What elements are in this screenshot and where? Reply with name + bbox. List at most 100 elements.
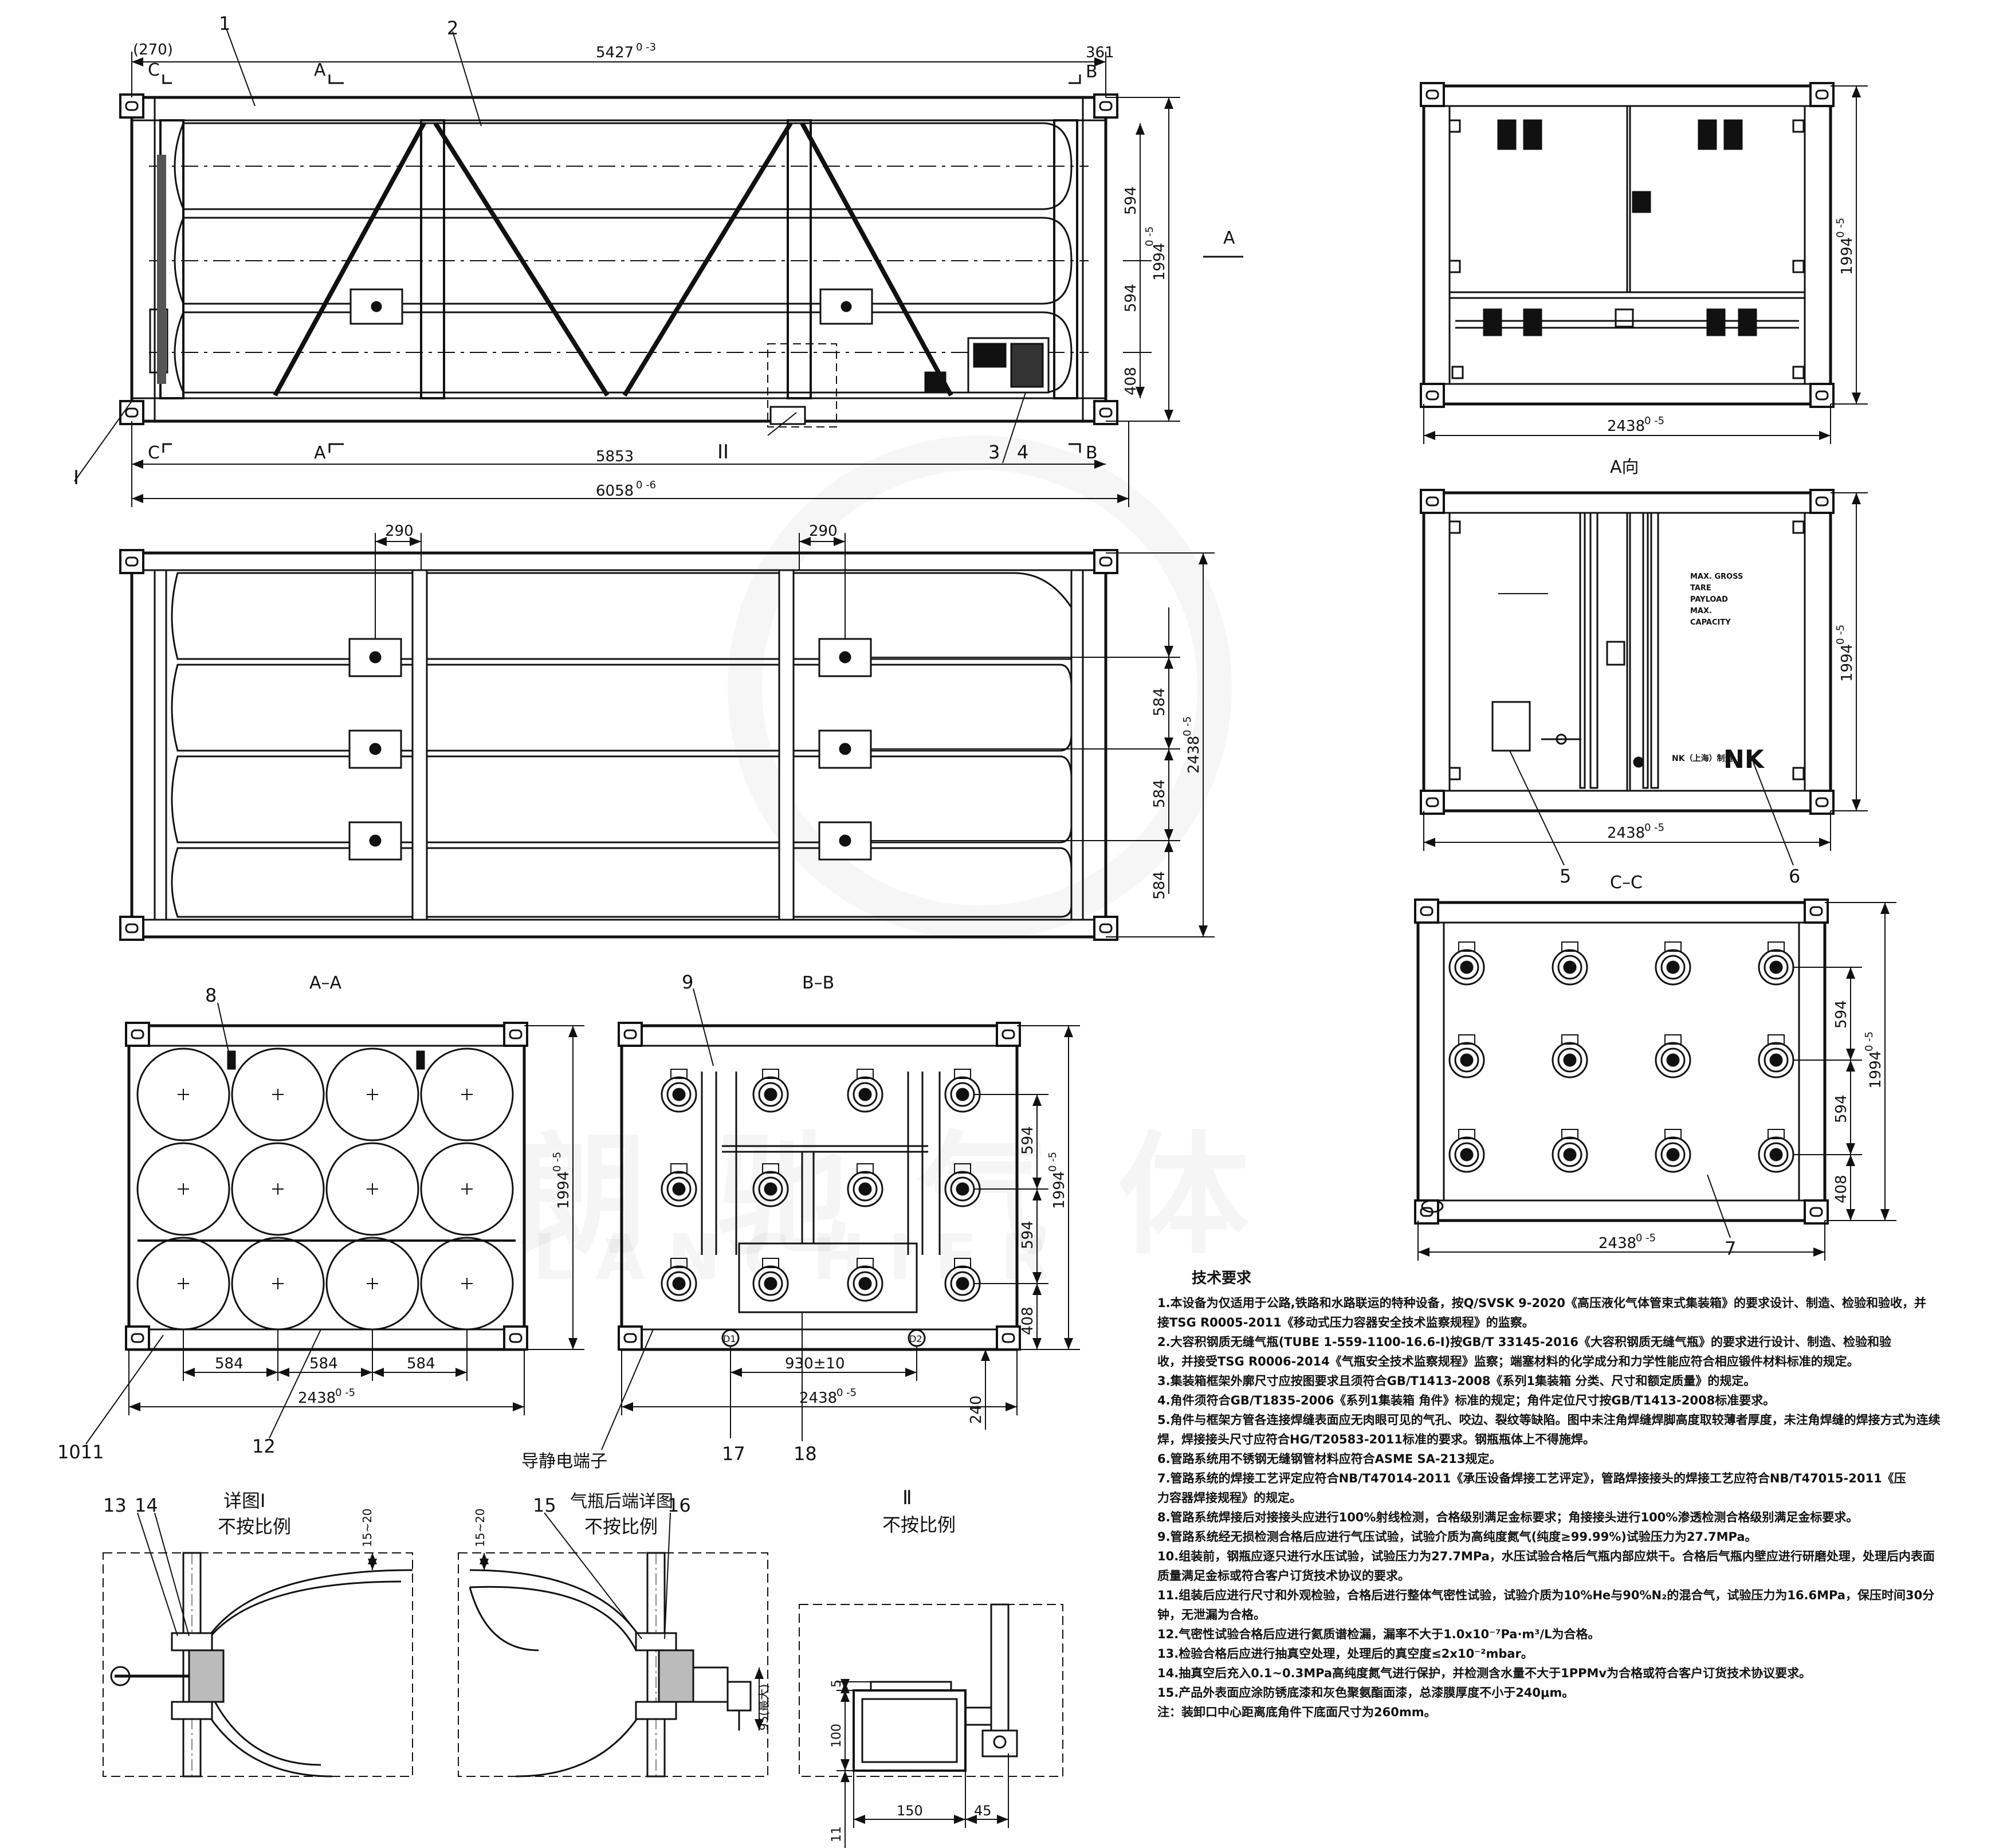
- tech-item: 2.大容积钢质无缝气瓶(TUBE 1-559-1100-16.6-Ⅰ)按GB/T…: [1157, 1335, 1891, 1349]
- balloon-5: 5: [1560, 865, 1571, 887]
- tech-item: 焊，焊接接头尺寸应符合HG/T20583-2011标准的要求。钢瓶瓶体上不得施焊…: [1157, 1433, 1596, 1446]
- dim-2438: 2438: [799, 1390, 837, 1407]
- dim-95-max: 95(最大): [757, 1684, 771, 1731]
- tech-item: 5.角件与框架方管各连接焊缝表面应无肉眼可见的气孔、咬边、裂纹等缺陷。图中未注角…: [1157, 1413, 1941, 1427]
- dim-408: 408: [1833, 1175, 1850, 1203]
- dim-1994: 1994: [1051, 1171, 1068, 1209]
- technical-requirements: 技术要求 1.本设备为仅适用于公路,铁路和水路联运的特种设备，按Q/SVSK 9…: [1157, 1266, 1982, 1722]
- plan-view-text: 290 290 584 584 584 2438 0 -5: [385, 523, 1203, 900]
- detail-i: [103, 1512, 413, 1778]
- rear-view-text: MAX. GROSS TARE PAYLOAD MAX. CAPACITY NK…: [1560, 572, 1856, 887]
- dim-408: 408: [1122, 367, 1140, 395]
- dim-594b: 594: [1833, 1094, 1850, 1123]
- dim-290b: 290: [809, 523, 838, 540]
- balloon-15: 15: [533, 1494, 556, 1516]
- section-mark-c-top: C: [148, 60, 160, 80]
- dim-584a: 584: [215, 1355, 243, 1372]
- detail-rear: [458, 1512, 768, 1778]
- dim-594a: 594: [1019, 1126, 1036, 1155]
- tech-item: 4.角件须符合GB/T1835-2006《系列1集装箱 角件》标准的规定；角件定…: [1157, 1394, 1776, 1407]
- dim-594a: 594: [1833, 1000, 1850, 1029]
- dim-361: 361: [1086, 44, 1114, 61]
- detail-ii-text: Ⅱ 不按比例 5 100 11 150 45: [830, 1486, 992, 1842]
- dim-1994: 1994: [555, 1171, 572, 1209]
- dim-2438-tol: 0 -5: [1636, 1232, 1656, 1244]
- brand-logo: NK: [1723, 745, 1765, 774]
- dim-240: 240: [968, 1395, 985, 1424]
- aa-section-view: [85, 1002, 584, 1445]
- balloon-12: 12: [252, 1435, 276, 1457]
- detail-i-text: 详图Ⅰ 不按比例 15~20 13 14: [103, 1490, 374, 1547]
- section-mark-b-top: B: [1086, 62, 1098, 82]
- detail-scale: 不按比例: [882, 1514, 956, 1536]
- detail-title: 气瓶后端详图: [570, 1492, 673, 1512]
- svg-text:━━━━━━━━━━━━: ━━━━━━━━━━━━: [1498, 590, 1548, 598]
- tech-item: 13.检验合格后应进行抽真空处理，处理后的真空度≤2x10⁻²mbar。: [1157, 1647, 1533, 1661]
- cc-section-view: [1414, 899, 1896, 1261]
- tech-item: 6.管路系统用不锈钢无缝钢管材料应符合ASME SA-213规定。: [1157, 1452, 1502, 1466]
- dim-1994-tol: 0 -5: [1835, 625, 1847, 645]
- detail-title: Ⅱ: [902, 1486, 912, 1509]
- tech-item: 1.本设备为仅适用于公路,铁路和水路联运的特种设备，按Q/SVSK 9-2020…: [1157, 1296, 1926, 1310]
- dim-2438-tol: 0 -5: [1644, 822, 1664, 834]
- plate-line-1: MAX. GROSS: [1690, 572, 1743, 581]
- dim-2438-tol: 0 -5: [836, 1387, 857, 1399]
- tech-item: 接TSG R0005-2011《移动式压力容器安全技术监察规程》的监察。: [1157, 1316, 1534, 1329]
- tech-item: 3.集装箱框架外廓尺寸应按图要求且须符合GB/T1413-2008《系列1集装箱…: [1157, 1374, 1756, 1388]
- top-elevation-view: [74, 28, 1243, 507]
- detail-scale: 不按比例: [218, 1516, 291, 1537]
- dim-2438: 2438: [298, 1390, 336, 1407]
- balloon-8: 8: [205, 984, 217, 1006]
- dim-2438: 2438: [1607, 825, 1645, 842]
- top-elevation-text: (270) 5427 0 -3 361 5853 6058 0 -6 594 5…: [73, 13, 1235, 500]
- dim-930: 930±10: [785, 1355, 845, 1372]
- dim-1994-tol: 0 -5: [1835, 218, 1847, 238]
- balloon-4: 4: [1017, 441, 1028, 463]
- maker-label: NK（上海）制造: [1672, 754, 1733, 763]
- balloon-1011: 1011: [57, 1441, 104, 1463]
- dim-1994-tol: 0 -5: [1144, 226, 1156, 246]
- dim-2438-tol: 0 -5: [1181, 716, 1193, 736]
- cc-section-text: C–C 594 594 408 1994 0 -5 2438 0 -5 7: [1599, 873, 1884, 1260]
- dim-1994-tol: 0 -5: [1047, 1152, 1059, 1172]
- dim-150: 150: [897, 1803, 923, 1819]
- dim-5853: 5853: [596, 448, 634, 465]
- dim-594a: 594: [1122, 186, 1140, 215]
- bb-section-text: B–B 594 594 408 1994 0 -5 930±10 2438 0 …: [521, 971, 1068, 1472]
- tech-item: 9.管路系统经无损检测合格后应进行气压试验，试验介质为高纯度氮气(纯度≥99.9…: [1157, 1530, 1757, 1544]
- detail-rear-text: 气瓶后端详图 不按比例 15~20 95(最大) 15 16: [473, 1492, 771, 1731]
- dim-5427: 5427: [596, 44, 634, 61]
- dim-594b: 594: [1019, 1221, 1036, 1249]
- dim-2438: 2438: [1607, 418, 1645, 435]
- dim-2438-tol: 0 -5: [335, 1387, 355, 1399]
- plate-line-3: PAYLOAD: [1690, 595, 1728, 604]
- balloon-14: 14: [135, 1494, 158, 1516]
- dim-1994: 1994: [1839, 644, 1856, 682]
- section-mark-a-top: A: [314, 60, 326, 80]
- dim-1994: 1994: [1867, 1051, 1884, 1089]
- tech-item: 11.组装后应进行尺寸和外观检验，合格后进行整体气密性试验，试验介质为10%He…: [1157, 1588, 1935, 1602]
- dim-1994: 1994: [1151, 243, 1168, 281]
- dim-6058: 6058: [596, 482, 634, 500]
- detail-title: 详图Ⅰ: [223, 1490, 265, 1512]
- a-direction-view: [1420, 82, 1868, 444]
- dim-15-20: 15~20: [473, 1508, 487, 1547]
- balloon-I: I: [73, 466, 79, 489]
- balloon-18: 18: [794, 1443, 817, 1465]
- view-caption: A–A: [309, 973, 342, 993]
- dim-584a: 584: [1151, 688, 1168, 716]
- plate-line-2: TARE: [1690, 584, 1711, 593]
- balloon-II: II: [717, 441, 729, 464]
- bb-section-view: [601, 988, 1080, 1450]
- tech-item: 力容器焊接规程》的规定。: [1157, 1491, 1302, 1505]
- tech-item: 12.气密性试验合格后应进行氦质谱检漏，漏率不大于1.0x10⁻⁷Pa·m³/L…: [1157, 1627, 1600, 1641]
- balloon-1: 1: [219, 13, 230, 34]
- section-mark-a-bottom: A: [314, 443, 326, 463]
- dim-408: 408: [1019, 1306, 1036, 1335]
- plate-line-4: MAX.: [1690, 607, 1712, 615]
- dim-2438: 2438: [1185, 736, 1203, 774]
- detail-ii: [799, 1603, 1063, 1848]
- dim-11: 11: [830, 1826, 844, 1842]
- tech-list: 1.本设备为仅适用于公路,铁路和水路联运的特种设备，按Q/SVSK 9-2020…: [1157, 1293, 1982, 1722]
